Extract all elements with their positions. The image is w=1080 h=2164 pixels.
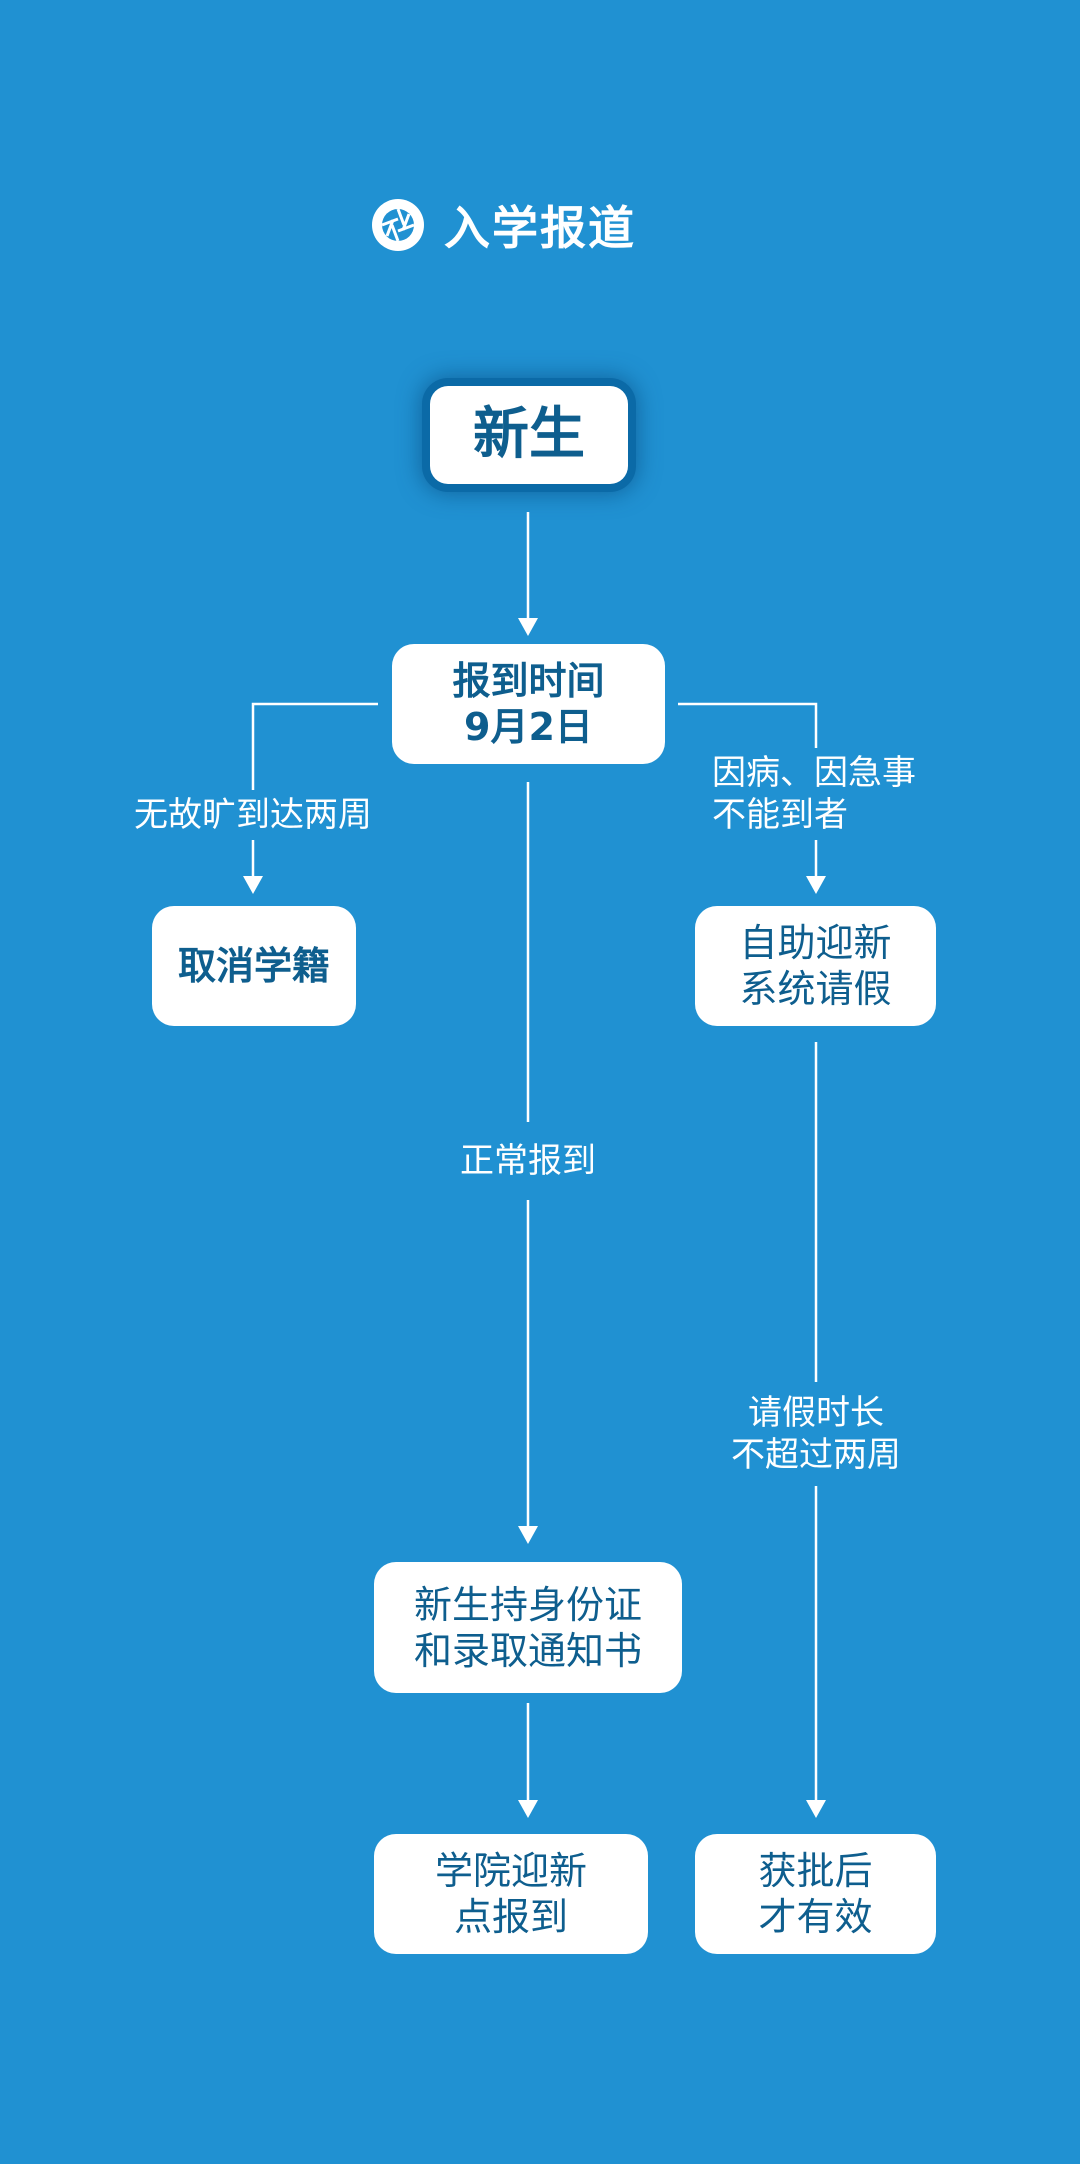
arrow-to-leave	[806, 876, 826, 894]
page-title: 入学报道	[370, 192, 636, 258]
node-start: 新生	[430, 386, 628, 484]
node-cancel: 取消学籍	[152, 906, 356, 1026]
edge-label-leave-limit: 请假时长 不超过两周	[712, 1382, 920, 1486]
edge-label-illness: 因病、因急事 不能到者	[712, 748, 942, 840]
edge-label-absent: 无故旷到达两周	[120, 790, 386, 840]
node-documents: 新生持身份证 和录取通知书	[374, 1562, 682, 1693]
arrow-to-approved	[806, 1800, 826, 1818]
edge-label-normal: 正常报到	[438, 1122, 618, 1200]
node-report-time: 报到时间 9月2日	[392, 644, 665, 764]
shutter-icon	[372, 199, 424, 251]
arrow-to-documents	[518, 1526, 538, 1544]
title-text: 入学报道	[444, 201, 636, 255]
node-leave-request: 自助迎新 系统请假	[695, 906, 936, 1026]
node-approved: 获批后 才有效	[695, 1834, 936, 1954]
node-college-point: 学院迎新 点报到	[374, 1834, 648, 1954]
arrow-to-cancel	[243, 876, 263, 894]
arrow-to-college	[518, 1800, 538, 1818]
arrow-to-time	[518, 618, 538, 636]
